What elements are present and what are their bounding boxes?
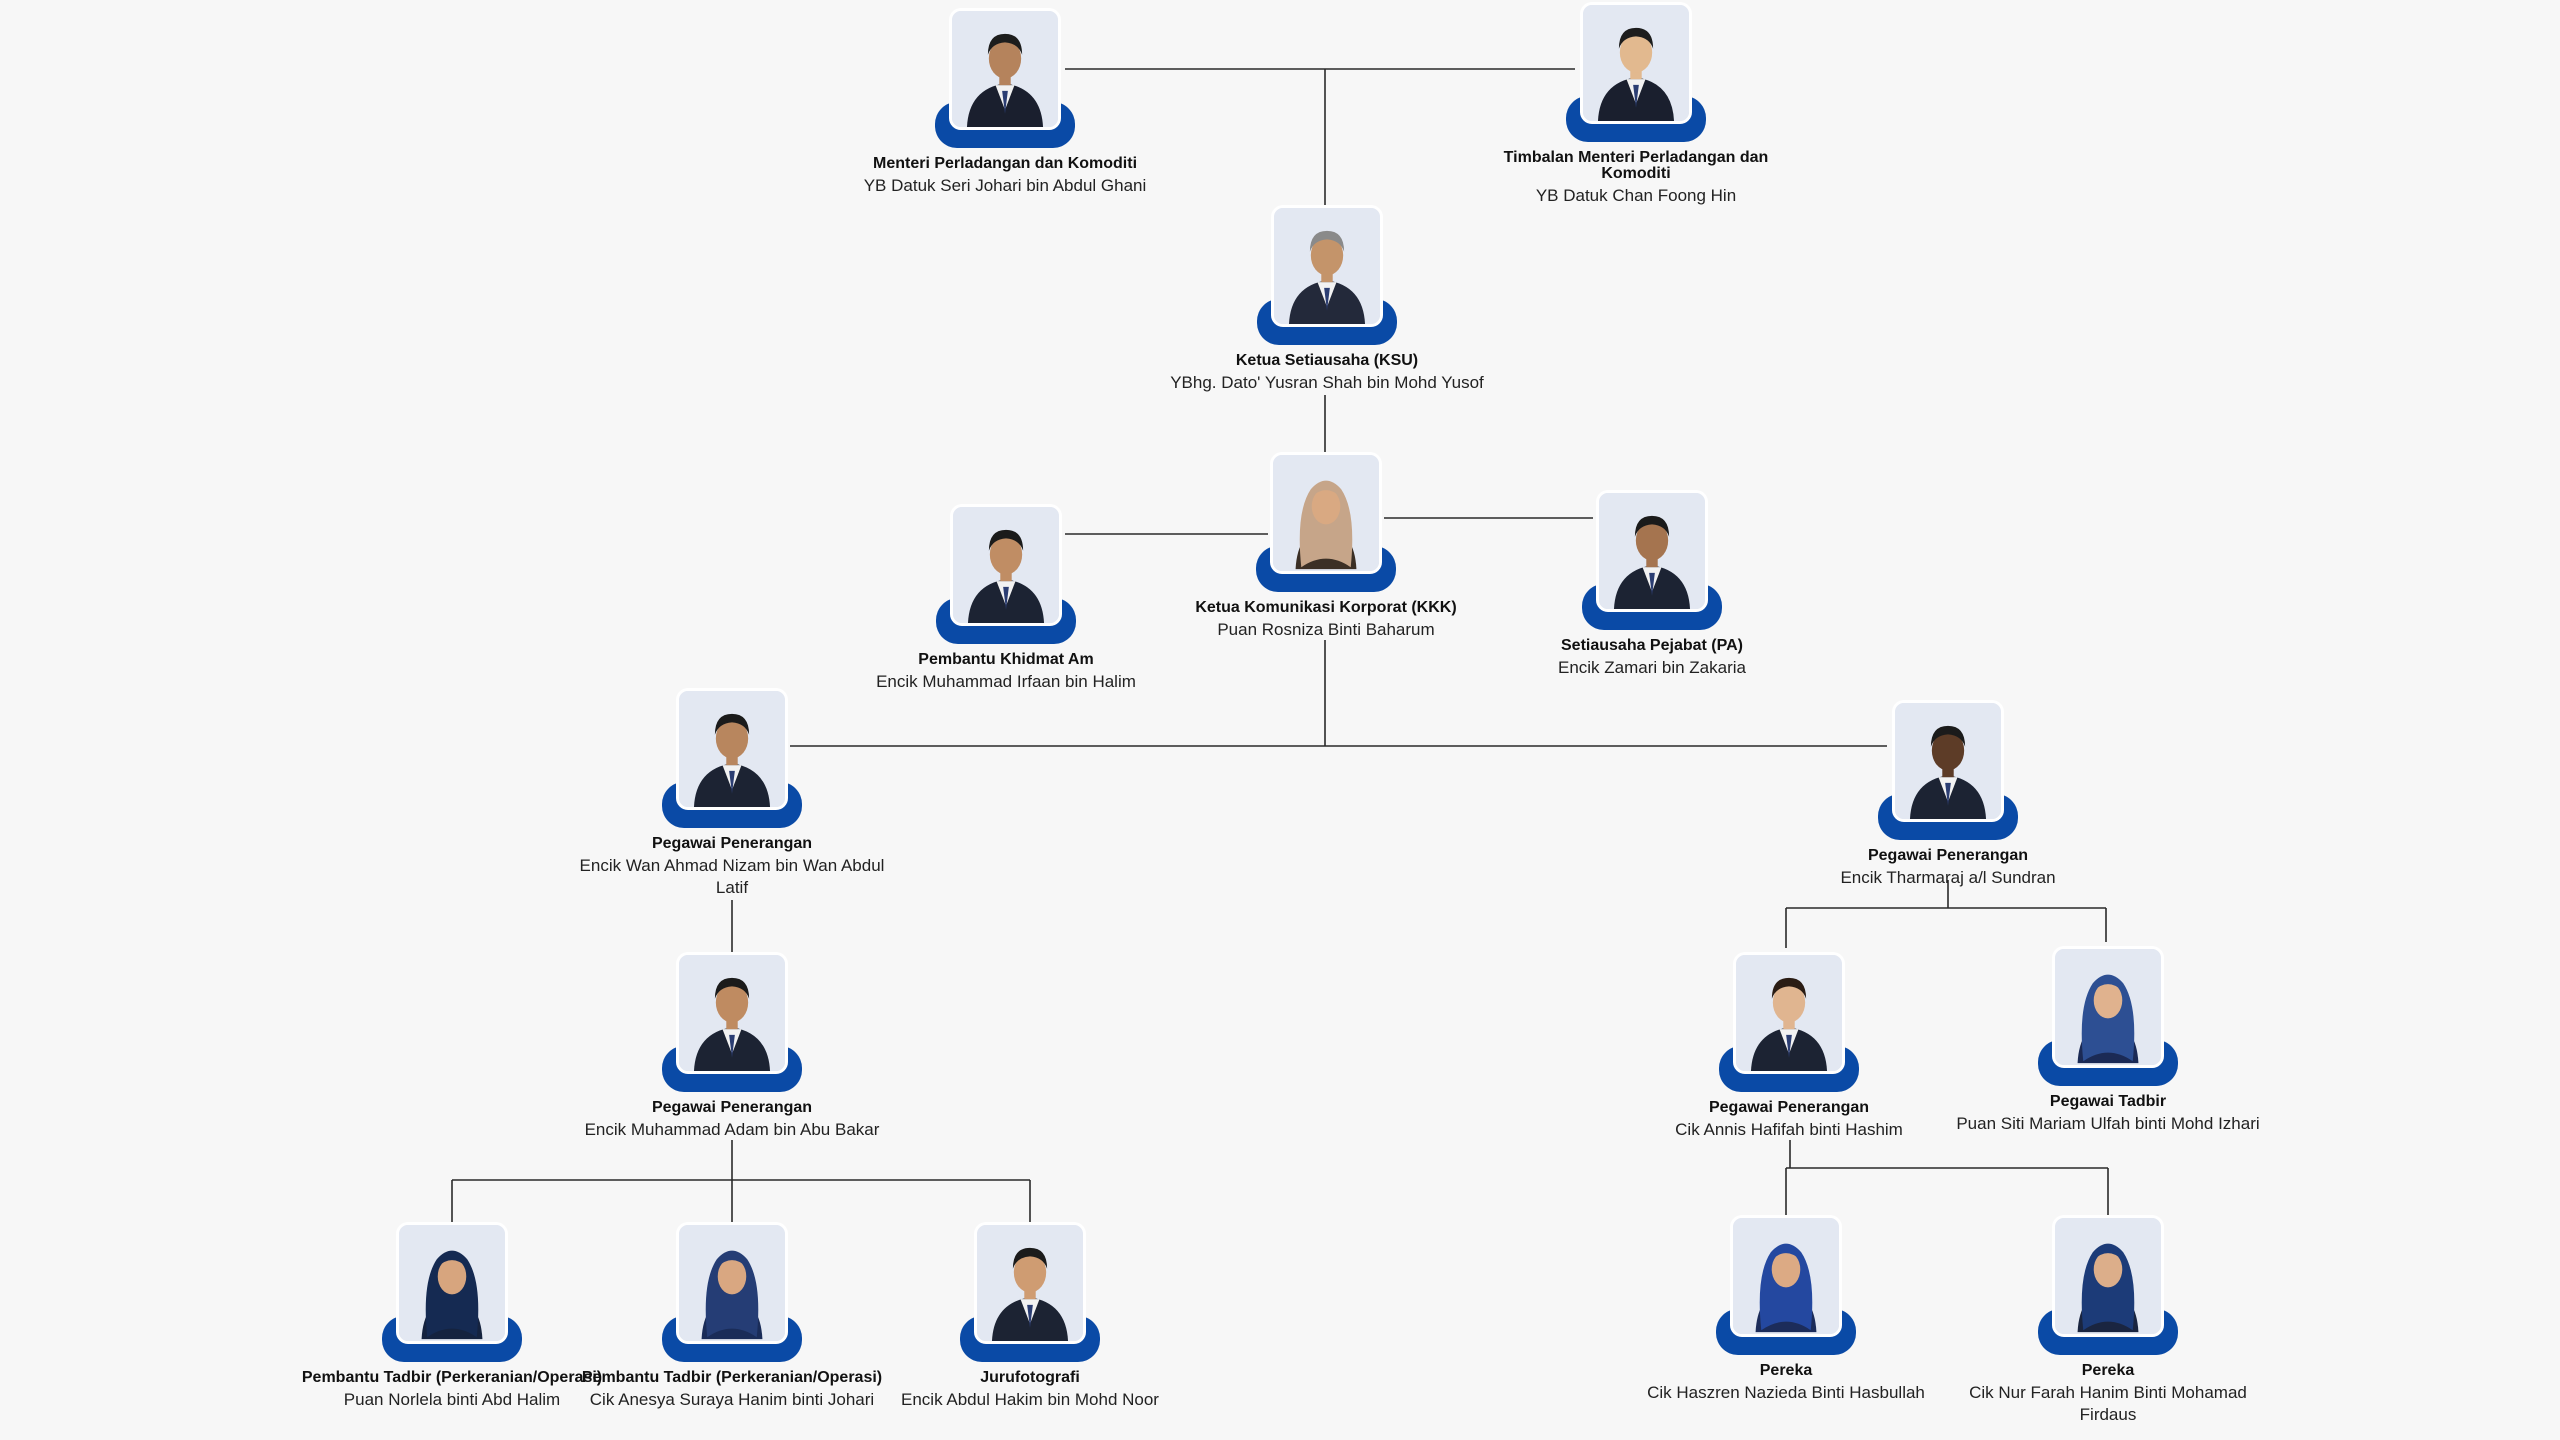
- avatar: [2052, 1215, 2164, 1337]
- role-title: Pereka: [1759, 1362, 1813, 1379]
- avatar: [676, 688, 788, 810]
- org-node-menteri: Menteri Perladangan dan Komoditi YB Datu…: [845, 8, 1165, 197]
- avatar-frame: [935, 8, 1075, 148]
- role-title: Pegawai Penerangan: [1708, 1099, 1870, 1116]
- person-name: Encik Tharmaraj a/l Sundran: [1840, 868, 2056, 887]
- org-node-pereka-farah: Pereka Cik Nur Farah Hanim Binti Mohamad…: [1948, 1215, 2268, 1426]
- avatar-frame: [1582, 490, 1722, 630]
- person-name: Cik Nur Farah Hanim Binti Mohamad Firdau…: [1969, 1383, 2247, 1424]
- avatar-frame: [1878, 700, 2018, 840]
- org-node-pp-tharmaraj: Pegawai Penerangan Encik Tharmaraj a/l S…: [1788, 700, 2108, 889]
- avatar-frame: [2038, 1215, 2178, 1355]
- avatar: [950, 504, 1062, 626]
- person-name: Encik Abdul Hakim bin Mohd Noor: [901, 1390, 1159, 1409]
- avatar: [396, 1222, 508, 1344]
- avatar: [676, 952, 788, 1074]
- role-title: Setiausaha Pejabat (PA): [1561, 637, 1743, 654]
- role-title: Timbalan Menteri Perladangan dan Komodit…: [1503, 149, 1769, 182]
- avatar-frame: [662, 1222, 802, 1362]
- role-title: Pembantu Khidmat Am: [918, 651, 1094, 668]
- avatar-frame: [1719, 952, 1859, 1092]
- org-node-kkk: Ketua Komunikasi Korporat (KKK) Puan Ros…: [1166, 452, 1486, 641]
- avatar: [1580, 2, 1692, 124]
- role-title: Menteri Perladangan dan Komoditi: [872, 155, 1138, 172]
- person-name: Puan Rosniza Binti Baharum: [1217, 620, 1435, 639]
- role-title: Ketua Komunikasi Korporat (KKK): [1195, 599, 1457, 616]
- avatar-frame: [662, 952, 802, 1092]
- person-name: Cik Haszren Nazieda Binti Hasbullah: [1647, 1383, 1925, 1402]
- person-name: Puan Siti Mariam Ulfah binti Mohd Izhari: [1956, 1114, 2260, 1133]
- role-title: Pereka: [2081, 1362, 2135, 1379]
- org-node-ptadbir-siti: Pegawai Tadbir Puan Siti Mariam Ulfah bi…: [1948, 946, 2268, 1135]
- avatar-frame: [1716, 1215, 1856, 1355]
- role-title: Pegawai Penerangan: [651, 835, 813, 852]
- role-title: Pembantu Tadbir (Perkeranian/Operasi): [581, 1369, 883, 1386]
- avatar-frame: [662, 688, 802, 828]
- avatar: [676, 1222, 788, 1344]
- avatar: [1730, 1215, 1842, 1337]
- org-node-timbalan: Timbalan Menteri Perladangan dan Komodit…: [1476, 2, 1796, 207]
- role-title: Jurufotografi: [980, 1369, 1080, 1386]
- person-name: Encik Wan Ahmad Nizam bin Wan Abdul Lati…: [579, 856, 885, 897]
- person-name: Cik Anesya Suraya Hanim binti Johari: [589, 1390, 875, 1409]
- avatar-frame: [1566, 2, 1706, 142]
- org-node-pt-anesya: Pembantu Tadbir (Perkeranian/Operasi) Ci…: [572, 1222, 892, 1411]
- avatar-frame: [1257, 205, 1397, 345]
- role-title: Pegawai Penerangan: [1867, 847, 2029, 864]
- org-node-pp-adam: Pegawai Penerangan Encik Muhammad Adam b…: [572, 952, 892, 1141]
- person-name: YB Datuk Chan Foong Hin: [1535, 186, 1737, 205]
- avatar: [2052, 946, 2164, 1068]
- person-name: Encik Muhammad Irfaan bin Halim: [876, 672, 1136, 691]
- org-node-pt-norlela: Pembantu Tadbir (Perkeranian/Operasi) Pu…: [292, 1222, 612, 1411]
- avatar: [1892, 700, 2004, 822]
- person-name: Puan Norlela binti Abd Halim: [343, 1390, 561, 1409]
- person-name: Encik Muhammad Adam bin Abu Bakar: [584, 1120, 880, 1139]
- person-name: YB Datuk Seri Johari bin Abdul Ghani: [863, 176, 1147, 195]
- org-node-pa: Setiausaha Pejabat (PA) Encik Zamari bin…: [1492, 490, 1812, 679]
- org-node-pereka-haszren: Pereka Cik Haszren Nazieda Binti Hasbull…: [1626, 1215, 1946, 1404]
- person-name: Cik Annis Hafifah binti Hashim: [1675, 1120, 1903, 1139]
- avatar: [949, 8, 1061, 130]
- avatar-frame: [1256, 452, 1396, 592]
- avatar-frame: [382, 1222, 522, 1362]
- role-title: Pembantu Tadbir (Perkeranian/Operasi): [301, 1369, 603, 1386]
- avatar: [1733, 952, 1845, 1074]
- avatar-frame: [2038, 946, 2178, 1086]
- org-node-pp-wan: Pegawai Penerangan Encik Wan Ahmad Nizam…: [572, 688, 892, 899]
- role-title: Pegawai Tadbir: [2049, 1093, 2167, 1110]
- avatar-frame: [936, 504, 1076, 644]
- avatar-frame: [960, 1222, 1100, 1362]
- org-node-pka: Pembantu Khidmat Am Encik Muhammad Irfaa…: [846, 504, 1166, 693]
- org-node-pp-annis: Pegawai Penerangan Cik Annis Hafifah bin…: [1629, 952, 1949, 1141]
- org-node-jurufoto: Jurufotografi Encik Abdul Hakim bin Mohd…: [870, 1222, 1190, 1411]
- avatar: [1596, 490, 1708, 612]
- person-name: Encik Zamari bin Zakaria: [1557, 658, 1746, 677]
- org-node-ksu: Ketua Setiausaha (KSU) YBhg. Dato' Yusra…: [1167, 205, 1487, 394]
- role-title: Ketua Setiausaha (KSU): [1235, 352, 1419, 369]
- avatar: [1270, 452, 1382, 574]
- role-title: Pegawai Penerangan: [651, 1099, 813, 1116]
- person-name: YBhg. Dato' Yusran Shah bin Mohd Yusof: [1170, 373, 1484, 392]
- avatar: [1271, 205, 1383, 327]
- avatar: [974, 1222, 1086, 1344]
